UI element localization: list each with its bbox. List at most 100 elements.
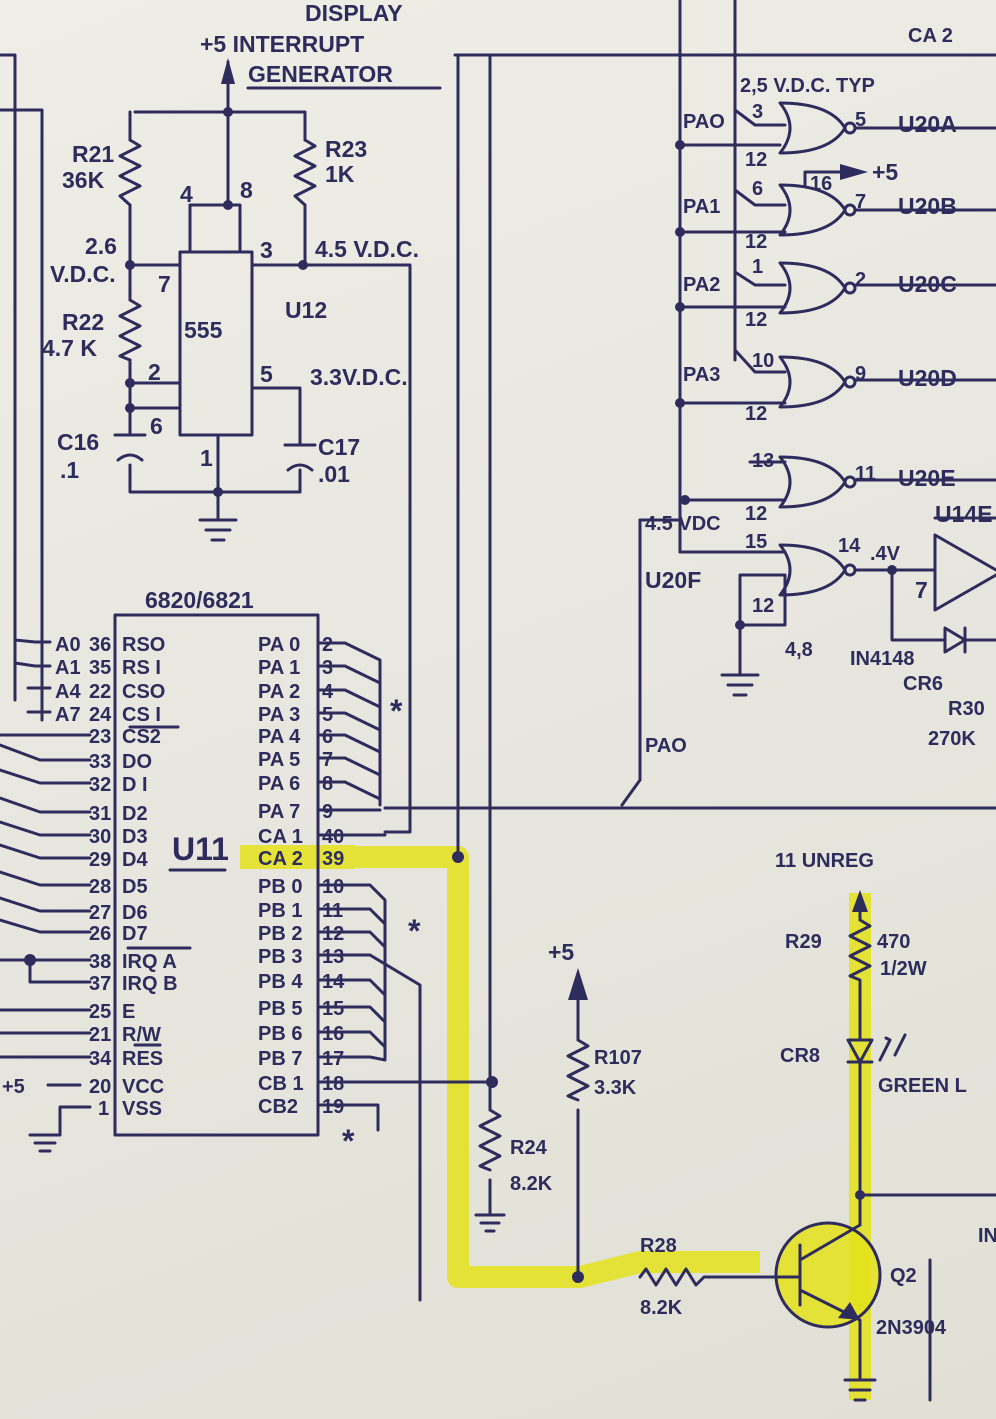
- r23-label: R23: [325, 136, 367, 162]
- u11-pia-chip: [113, 613, 320, 1137]
- unreg-label: 11 UNREG: [775, 850, 874, 872]
- gate-input-pin: 12: [745, 403, 767, 425]
- pin-number: 19: [322, 1096, 344, 1118]
- c17-label: C17: [318, 434, 360, 460]
- pin-name: DO: [122, 751, 152, 773]
- voltage-label: 4.5 V.D.C.: [315, 236, 419, 262]
- inverter-bubble: [843, 375, 857, 389]
- gate-labels: U20A5312PAOU20B7612PA1U20C2112PA2U20D910…: [645, 101, 957, 617]
- typ-voltage-label: 2,5 V.D.C. TYP: [740, 75, 875, 97]
- pin-name: D6: [122, 902, 148, 924]
- pin-name: D3: [122, 826, 148, 848]
- pin-name: CA 1: [258, 826, 303, 848]
- pin-number: 4: [322, 681, 334, 703]
- pin-label: 4,8: [785, 639, 813, 661]
- pin-label: 7: [915, 577, 928, 603]
- pin-number: 23: [89, 726, 111, 748]
- r29-value: 470: [877, 931, 910, 953]
- pin-number: 26: [89, 923, 111, 945]
- star-note: *: [342, 1123, 355, 1159]
- pin-name: CB2: [258, 1096, 298, 1118]
- pin-name: CS2: [122, 726, 161, 748]
- r107-value: 3.3K: [594, 1077, 637, 1099]
- gate-input-pin: 12: [752, 595, 774, 617]
- pin-signal-label: A0: [55, 634, 81, 656]
- title-interrupt: +5 INTERRUPT: [200, 31, 364, 57]
- gate-input-pin: 1: [752, 256, 763, 278]
- pin-label: 8: [240, 177, 253, 203]
- pa0-bus-label: PAO: [645, 735, 687, 757]
- pin-number: 39: [322, 848, 344, 870]
- star-note: *: [390, 693, 403, 729]
- voltage-label: 2.6: [85, 233, 117, 259]
- junction-dots: [24, 107, 897, 1283]
- pin-name: PA 5: [258, 749, 300, 771]
- title-display: DISPLAY: [305, 0, 403, 26]
- r24-label: R24: [510, 1137, 548, 1159]
- pin-number: 34: [89, 1048, 112, 1070]
- plus5-label: +5: [872, 159, 898, 185]
- pin-number: 3: [322, 657, 333, 679]
- pin-label: 7: [158, 271, 171, 297]
- 555-label: 555: [184, 317, 223, 343]
- pin-name: PA 7: [258, 801, 300, 823]
- led-color-label: GREEN L: [878, 1075, 967, 1097]
- pin-name: PB 0: [258, 876, 302, 898]
- r107-label: R107: [594, 1047, 642, 1069]
- pin-name: PA 4: [258, 726, 301, 748]
- title-generator: GENERATOR: [248, 61, 393, 87]
- pin-number: 15: [322, 998, 344, 1020]
- nor-gate: [778, 543, 847, 597]
- gate-output-pin: 7: [855, 191, 866, 213]
- u11-label: U11: [172, 831, 229, 867]
- inverter-bubble: [843, 281, 857, 295]
- pin-name: D5: [122, 876, 148, 898]
- pin-name: PA 6: [258, 773, 300, 795]
- ca2-net-label: CA 2: [908, 25, 953, 47]
- pin-number: 22: [89, 681, 111, 703]
- pin-signal-label: A1: [55, 657, 81, 679]
- r22-label: R22: [62, 309, 104, 335]
- pin-number: 16: [322, 1023, 344, 1045]
- gate-ref: U20D: [898, 365, 957, 391]
- pin-name: CS I: [122, 704, 161, 726]
- star-note: *: [408, 913, 421, 949]
- pin-name: CB 1: [258, 1073, 304, 1095]
- pin-number: 20: [89, 1076, 111, 1098]
- inverter-bubble: [843, 475, 857, 489]
- pin-number: 32: [89, 774, 111, 796]
- pin-label: 5: [260, 361, 273, 387]
- pin-name: RS I: [122, 657, 161, 679]
- gate-ref: U20F: [645, 567, 701, 593]
- pin-name: PA 1: [258, 657, 300, 679]
- pin-number: 1: [98, 1098, 109, 1120]
- pin-name: CA 2: [258, 848, 303, 870]
- r21-label: R21: [72, 141, 114, 167]
- q2-part: 2N3904: [876, 1317, 947, 1339]
- pin-number: 9: [322, 801, 333, 823]
- pin-signal-label: A4: [55, 681, 81, 703]
- gate-input-pin: 12: [745, 149, 767, 171]
- gate-input-pin: 12: [745, 231, 767, 253]
- nor-gate: [778, 101, 847, 155]
- pin-name: PB 4: [258, 971, 303, 993]
- pin-number: 37: [89, 973, 111, 995]
- gate-output-pin: 14: [838, 535, 861, 557]
- r22-value: 4.7 K: [42, 335, 97, 361]
- inverter-bubble: [843, 203, 857, 217]
- pin-number: 11: [322, 900, 343, 922]
- voltage-label: V.D.C.: [50, 261, 116, 287]
- pin-name: PA 3: [258, 704, 300, 726]
- pin-name: D2: [122, 803, 148, 825]
- gate-input-label: PA1: [683, 196, 720, 218]
- pin-number: 40: [322, 826, 344, 848]
- gate-input-pin: 3: [752, 101, 763, 123]
- pin-number: 10: [322, 876, 344, 898]
- r23-value: 1K: [325, 161, 355, 187]
- nor-gate: [778, 261, 847, 315]
- cut-off-label: IN: [978, 1225, 996, 1247]
- r28-value: 8.2K: [640, 1297, 683, 1319]
- gate-input-pin: 12: [745, 503, 767, 525]
